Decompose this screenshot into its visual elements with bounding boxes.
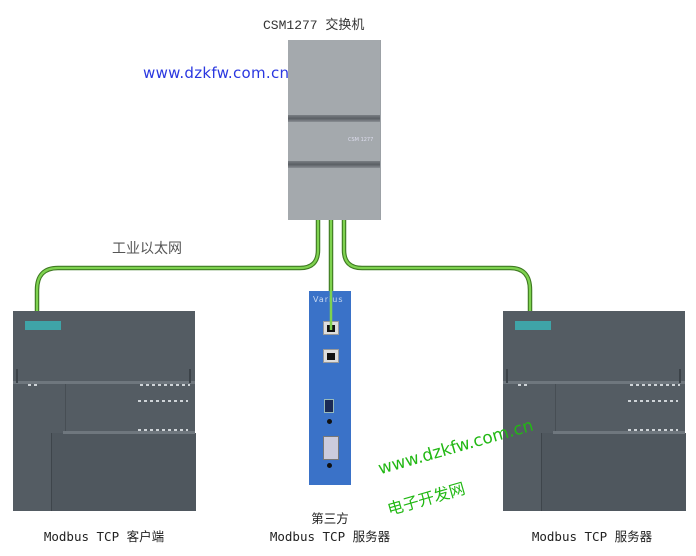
- plc-tick: [189, 369, 191, 383]
- plc-led-row: [138, 400, 188, 402]
- plc-band: [553, 431, 685, 434]
- plc-band: [63, 431, 195, 434]
- plc-server: [503, 311, 686, 511]
- plc-tick: [16, 369, 18, 383]
- switch-rail-bottom: [288, 161, 380, 168]
- siemens-logo: [515, 321, 551, 330]
- plc-lower-panel: [541, 433, 686, 511]
- switch-title: CSM1277 交换机: [263, 18, 365, 33]
- plc-lower-panel: [51, 433, 196, 511]
- module-brand: Varius: [313, 295, 344, 304]
- plc-led-row: [138, 429, 188, 431]
- plc-client: [13, 311, 196, 511]
- plc-band: [13, 381, 195, 384]
- switch-rail-top: [288, 115, 380, 122]
- ethernet-port-2: [323, 349, 339, 363]
- plc-divider: [65, 384, 66, 432]
- screw-hole: [327, 419, 332, 424]
- ethernet-label: 工业以太网: [112, 241, 182, 257]
- plc-led-row: [518, 384, 530, 386]
- label-third-party-prefix: 第三方: [311, 511, 349, 526]
- third-party-module: Varius: [309, 291, 351, 485]
- plc-divider: [555, 384, 556, 432]
- plc-band: [503, 381, 685, 384]
- plc-tick: [506, 369, 508, 383]
- db9-connector: [323, 436, 339, 460]
- siemens-logo: [25, 321, 61, 330]
- plc-led-row: [140, 384, 190, 386]
- dip-switch: [324, 399, 334, 413]
- watermark-url: www.dzkfw.com.cn: [143, 64, 290, 82]
- label-third-party-server: Modbus TCP 服务器: [269, 529, 391, 544]
- switch-panel-text: CSM 1277: [348, 137, 374, 143]
- plc-led-row: [628, 400, 678, 402]
- plc-led-row: [628, 429, 678, 431]
- plc-tick: [679, 369, 681, 383]
- label-server: Modbus TCP 服务器: [531, 529, 653, 544]
- label-client: Modbus TCP 客户端: [43, 529, 165, 544]
- csm1277-switch: CSM 1277: [288, 40, 381, 220]
- screw-hole: [327, 463, 332, 468]
- plc-led-row: [28, 384, 40, 386]
- plc-led-row: [630, 384, 680, 386]
